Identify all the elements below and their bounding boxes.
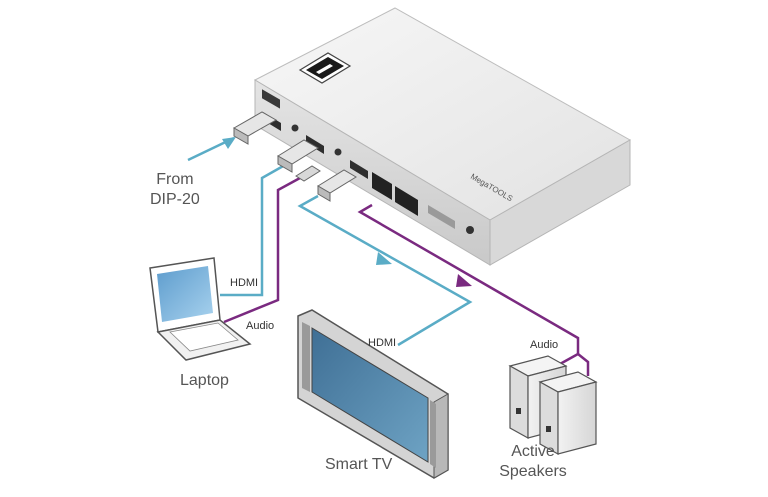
kramer-logo xyxy=(298,52,352,84)
device-side xyxy=(489,139,631,266)
tv-hdmi-arrow xyxy=(376,252,392,265)
tv-speaker-right xyxy=(430,400,436,468)
hdmi-plug-input-2 xyxy=(277,139,319,173)
tv-label: Smart TV xyxy=(325,456,393,473)
tv-speaker-left xyxy=(302,322,310,392)
megatools-device: MegaTOOLS xyxy=(253,7,632,266)
laptop-hdmi-label: HDMI xyxy=(230,277,259,289)
source-label-line1: From xyxy=(156,171,194,188)
hdmi-plug-input-1 xyxy=(232,111,278,145)
laptop-hdmi-cable xyxy=(220,163,286,297)
active-speakers xyxy=(508,355,598,456)
speakers-label-line2: Speakers xyxy=(499,463,567,480)
laptop-screen xyxy=(157,266,213,322)
laptop-audio-cable xyxy=(223,176,301,324)
source-hdmi-arrow xyxy=(187,136,236,162)
tv-hdmi-cable xyxy=(297,194,473,347)
hdmi-plug-output xyxy=(317,169,357,202)
source-label-line2: DIP-20 xyxy=(150,191,200,208)
laptop-audio-label: Audio xyxy=(246,320,275,332)
tv-bezel-side xyxy=(433,393,449,479)
audio-plug-laptop xyxy=(295,165,321,182)
source-label: From DIP-20 xyxy=(150,170,200,210)
speakers-audio-label: Audio xyxy=(530,339,559,351)
hdmi-input-port-1 xyxy=(262,89,280,109)
speakers-label-line1: Active xyxy=(511,443,555,460)
smart-tv xyxy=(297,309,449,479)
laptop-label: Laptop xyxy=(180,372,229,389)
speakers-label: Active Speakers xyxy=(498,442,568,482)
speaker-audio-arrow xyxy=(456,274,472,287)
tv-screen xyxy=(311,327,429,463)
tv-hdmi-label: HDMI xyxy=(368,337,397,349)
laptop-keyboard xyxy=(169,322,239,352)
speaker-audio-cable-2 xyxy=(577,353,590,376)
speaker-audio-cable xyxy=(357,203,580,366)
laptop xyxy=(149,257,252,361)
speaker-front xyxy=(538,371,598,456)
